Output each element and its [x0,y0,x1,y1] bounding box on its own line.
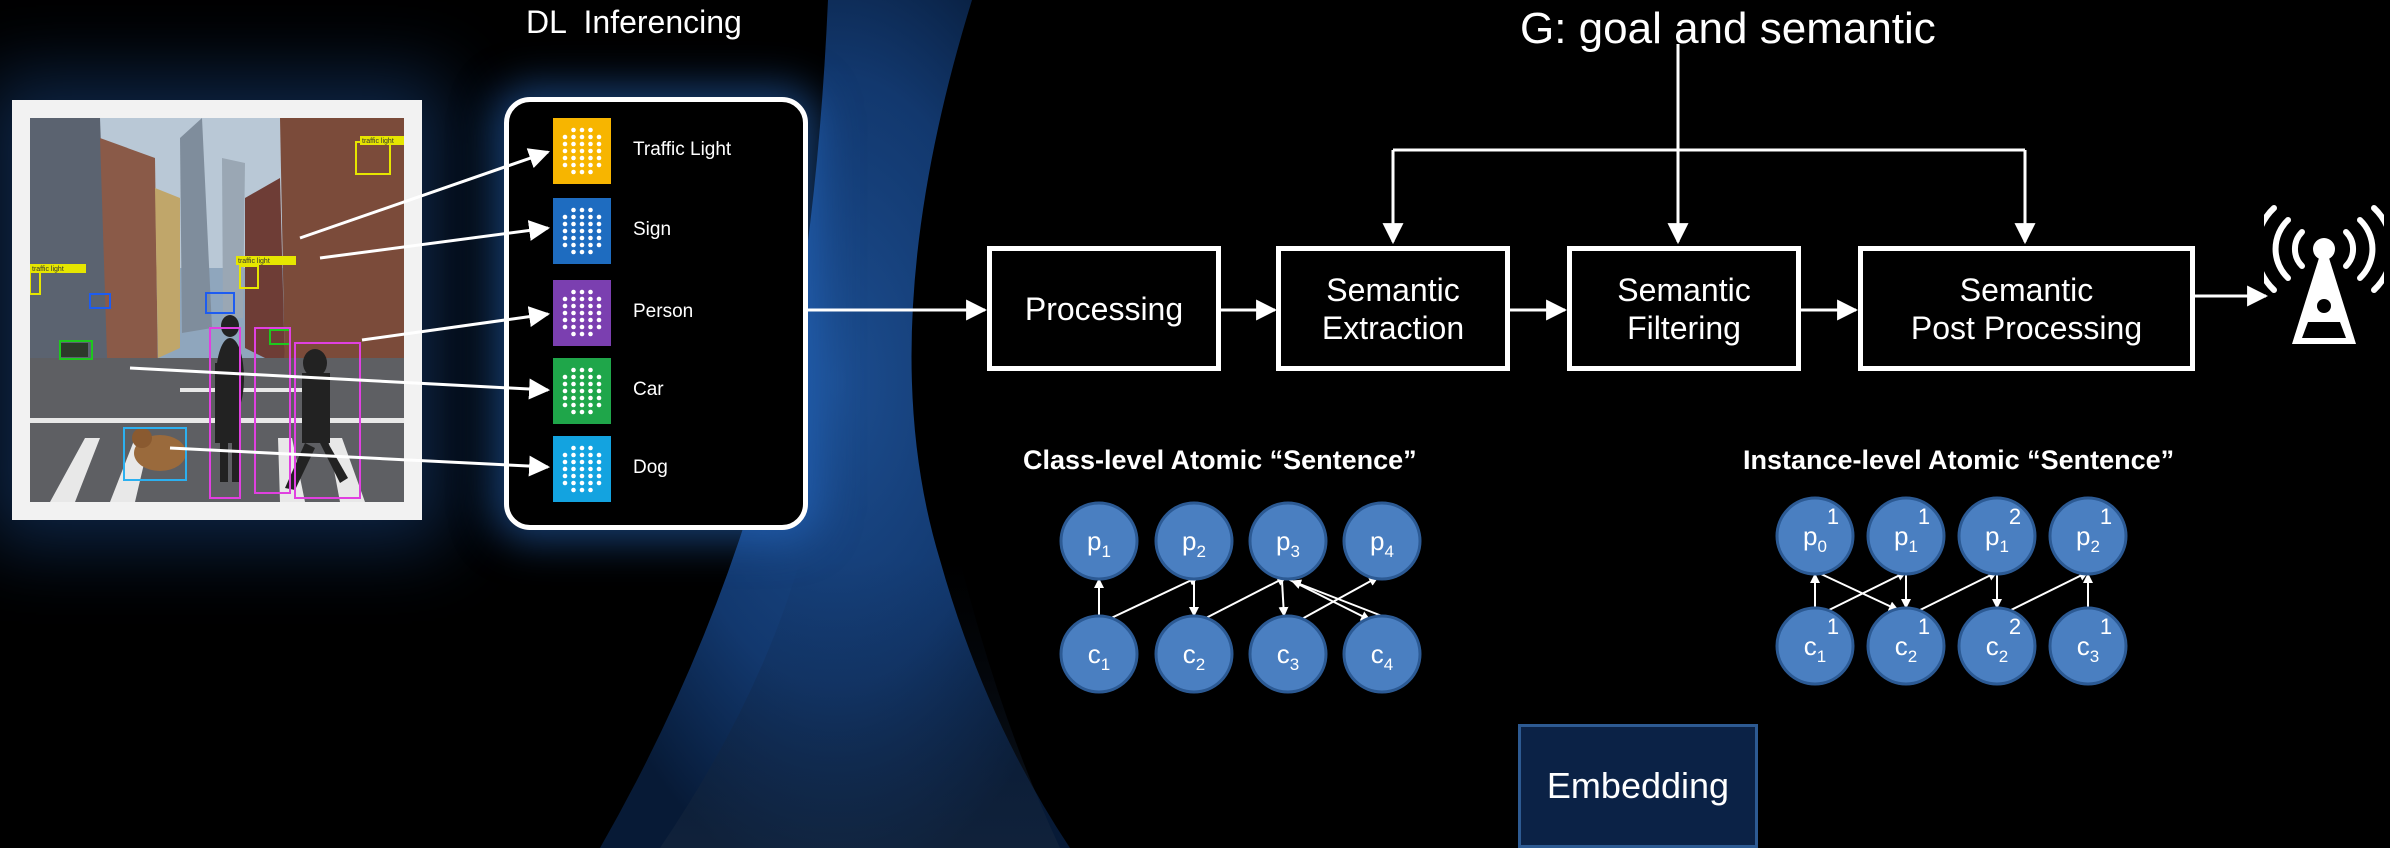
class-icon-traffic-light [553,118,611,184]
filtering-line1: Semantic [1617,271,1751,308]
embedding-label: Embedding [1546,765,1730,806]
graph-edge [1106,576,1199,621]
class-icon-car [553,358,611,424]
graph-edge [1915,571,1998,613]
extraction-line2: Extraction [1321,309,1465,346]
street-photo: traffic light traffic light traffic ligh… [12,100,422,520]
graph-edge [1820,573,1899,611]
graph-edge [1824,571,1907,613]
class-icon-person [553,280,611,346]
arrow-sign [319,220,551,260]
class-level-title: Class-level Atomic “Sentence” [1023,445,1417,475]
arrow-car [129,366,551,400]
arrow-person [361,306,551,342]
dl-inferencing-title: DL Inferencing [526,4,742,40]
post-line2: Post Processing [1910,309,2143,346]
arrow-dog [169,446,551,477]
class-label: Sign [633,219,672,240]
embedding-box: Embedding [1518,724,1758,848]
radio-tower-icon [2264,205,2384,344]
graph-edge [1201,576,1287,621]
instance-level-title: Instance-level Atomic “Sentence” [1743,445,2175,475]
class-label: Dog [633,457,668,478]
graph-edge [2006,571,2089,613]
class-icon-dog [553,436,611,502]
semantic-post-processing-box: Semantic Post Processing [1858,246,2195,371]
goal-title: G: goal and semantic [1520,4,1936,53]
class-label: Car [633,379,664,400]
filtering-line2: Filtering [1627,309,1741,346]
extraction-line1: Semantic [1326,271,1460,308]
photo-tag-2: traffic light [238,258,270,265]
class-label: Person [633,301,694,322]
semantic-filtering-box: Semantic Filtering [1567,246,1801,371]
graph-edge [1278,580,1289,617]
semantic-extraction-box: Semantic Extraction [1276,246,1510,371]
graph-edge [1291,579,1383,617]
post-line1: Semantic [1959,271,2094,308]
class-label: Traffic Light [633,139,732,160]
photo-tag-1: traffic light [362,138,394,145]
photo-tag-3: traffic light [32,266,64,273]
processing-box: Processing [987,246,1221,371]
arrow-traffic-light [299,148,550,240]
processing-label: Processing [1024,290,1184,327]
class-icon-sign [553,198,611,264]
